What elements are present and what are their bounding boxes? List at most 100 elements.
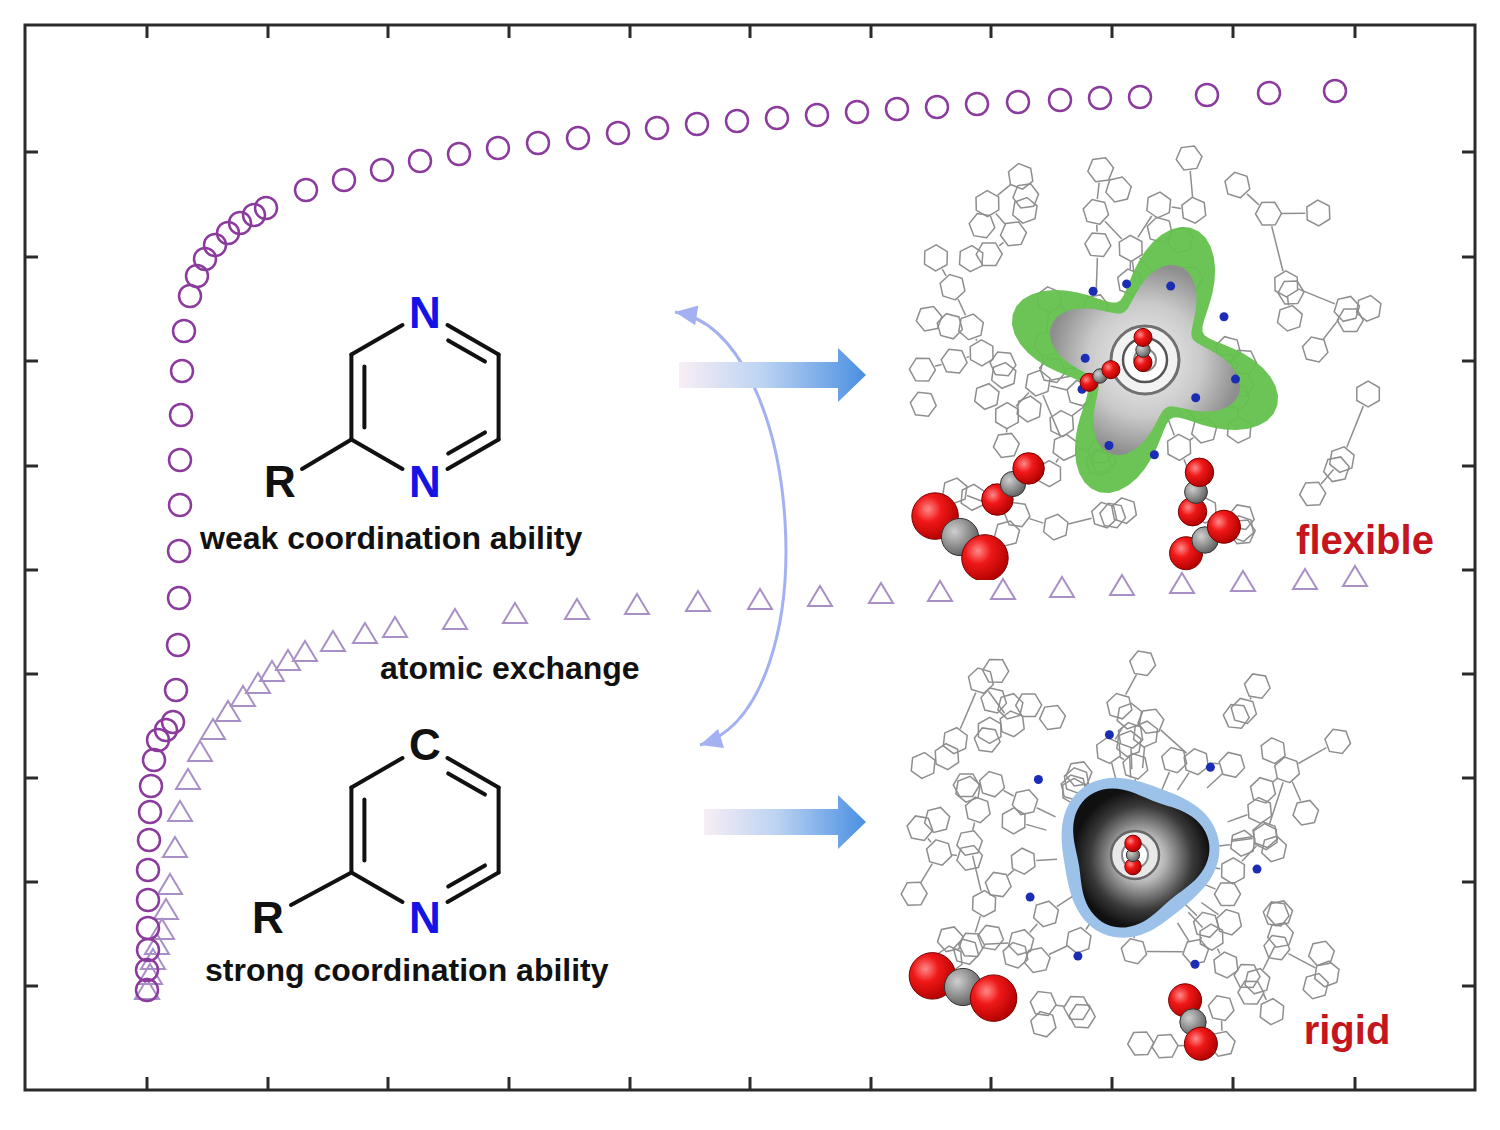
- phenyl-ring: [993, 433, 1019, 457]
- axis-tick: [508, 25, 511, 38]
- linker-bond: [1347, 406, 1364, 447]
- linker-bond: [952, 854, 957, 856]
- phenyl-ring: [1303, 337, 1328, 362]
- triangle-marker: [1110, 575, 1134, 595]
- phenyl-ring: [992, 363, 1016, 389]
- phenyl-ring: [1134, 721, 1158, 747]
- framework-label: rigid: [1304, 1010, 1391, 1050]
- triangle-marker: [686, 591, 710, 611]
- co2-molecule: [982, 453, 1045, 516]
- linker-bond: [1190, 171, 1192, 197]
- circle-marker: [139, 801, 161, 823]
- circle-marker: [1049, 89, 1071, 111]
- axis-tick: [870, 25, 873, 38]
- linker-bond: [1282, 212, 1306, 214]
- metal-node: [1150, 450, 1159, 459]
- circle-marker: [168, 540, 190, 562]
- axis-tick: [1462, 881, 1475, 884]
- molecule-caption: weak coordination ability: [200, 522, 582, 554]
- oxygen-atom: [1013, 453, 1045, 485]
- single-bond: [448, 440, 499, 470]
- oxygen-atom: [1134, 328, 1152, 346]
- axis-tick: [25, 465, 38, 468]
- linker-bond: [1190, 438, 1194, 440]
- axis-tick: [146, 1077, 149, 1090]
- triangle-marker: [168, 801, 192, 821]
- phenyl-ring: [941, 349, 967, 373]
- pore-surface: [1062, 778, 1220, 938]
- phenyl-ring: [976, 191, 999, 217]
- phenyl-ring: [1012, 790, 1037, 815]
- circle-marker: [567, 127, 589, 149]
- circle-marker: [527, 132, 549, 154]
- axis-tick: [387, 25, 390, 38]
- phenyl-ring: [910, 392, 936, 416]
- circle-marker: [1196, 84, 1218, 106]
- block-arrow-shape: [679, 348, 866, 402]
- circle-marker: [162, 711, 184, 733]
- phenyl-ring: [1066, 762, 1092, 786]
- phenyl-ring: [985, 872, 1011, 896]
- axis-tick: [267, 1077, 270, 1090]
- circle-marker: [179, 285, 201, 307]
- framework-label: flexible: [1296, 520, 1434, 560]
- circle-marker: [886, 98, 908, 120]
- phenyl-ring: [1261, 738, 1285, 764]
- phenyl-ring: [1121, 939, 1146, 964]
- linker-bond: [1247, 194, 1259, 205]
- phenyl-ring: [1107, 694, 1132, 719]
- metal-node: [1089, 287, 1098, 296]
- substituent-label: R: [264, 460, 296, 504]
- phenyl-ring: [925, 807, 950, 832]
- phenyl-ring: [1011, 848, 1035, 874]
- substituent-bond: [291, 873, 351, 906]
- triangle-marker: [1231, 571, 1255, 591]
- phenyl-ring: [969, 214, 995, 238]
- axis-tick: [1354, 25, 1357, 38]
- linker-bond: [1129, 261, 1131, 269]
- phenyl-ring: [1017, 396, 1041, 422]
- double-bond-line: [362, 366, 366, 427]
- circle-marker: [1089, 87, 1111, 109]
- phenyl-ring: [1300, 482, 1326, 505]
- axis-tick: [1462, 151, 1475, 154]
- phenyl-ring: [1330, 447, 1354, 473]
- linker-bond: [1008, 870, 1014, 876]
- isotherm-series: [136, 80, 1346, 1001]
- double-bond-line: [448, 865, 485, 886]
- linker-bond: [1036, 859, 1057, 860]
- phenyl-ring: [1231, 830, 1255, 856]
- phenyl-ring: [1025, 948, 1051, 973]
- linker-bond: [1178, 923, 1189, 941]
- linker-bond: [1288, 954, 1315, 968]
- circle-marker: [136, 979, 158, 1001]
- linker-bond: [1201, 903, 1218, 915]
- atom-label: N: [409, 896, 441, 940]
- linker-bond: [1097, 183, 1099, 199]
- linker-bond: [1161, 730, 1187, 753]
- circle-marker: [168, 587, 190, 609]
- phenyl-ring: [974, 728, 1000, 752]
- plot-frame: [25, 25, 1475, 1090]
- phenyl-ring: [1337, 309, 1363, 332]
- circle-marker: [1129, 86, 1151, 108]
- block-arrow: [704, 795, 866, 849]
- linker-bond: [1323, 319, 1339, 339]
- phenyl-ring: [1013, 184, 1039, 208]
- arrow-head: [675, 306, 698, 326]
- phenyl-ring: [1217, 910, 1242, 935]
- isotherm-series: [135, 566, 1367, 999]
- axis-tick: [870, 1077, 873, 1090]
- phenyl-ring: [953, 939, 978, 964]
- linker-bond: [1298, 748, 1326, 764]
- edge-label: atomic exchange: [376, 652, 644, 684]
- phenyl-ring: [1067, 928, 1091, 954]
- triangle-marker: [1170, 573, 1194, 593]
- triangle-marker: [503, 603, 527, 623]
- circle-marker: [806, 104, 828, 126]
- co2-molecule: [909, 953, 1017, 1022]
- triangle-marker: [443, 609, 467, 629]
- phenyl-ring: [1256, 202, 1282, 225]
- triangle-marker: [246, 673, 270, 693]
